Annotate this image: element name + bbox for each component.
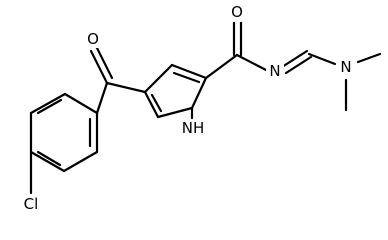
atom-n-amine: N <box>337 56 355 76</box>
atom-o-right: O <box>228 2 246 22</box>
bond <box>235 53 268 72</box>
oxygen-label: O <box>87 30 99 48</box>
atom-o-left: O <box>84 28 102 48</box>
bond <box>307 52 337 66</box>
bond <box>105 81 147 94</box>
nitrogen-label: N <box>340 58 351 76</box>
chlorophenyl-ring <box>29 92 99 173</box>
bond <box>204 53 239 80</box>
double-bond-imine <box>284 55 313 75</box>
bond-methyl <box>356 52 382 64</box>
chlorine-label: Cl <box>24 195 39 213</box>
double-bond-carbonyl <box>89 49 109 85</box>
atom-n-imine: N <box>266 60 284 80</box>
oxygen-label: O <box>231 3 243 21</box>
double-bond-inner <box>36 150 62 167</box>
atom-nh-pyrrole: NH <box>178 118 208 138</box>
bond <box>29 150 66 173</box>
nh-label: NH <box>182 119 205 137</box>
double-bond-imine <box>280 49 309 69</box>
double-bond-carbonyl <box>94 44 114 80</box>
bond <box>170 63 208 80</box>
atom-cl: Cl <box>18 194 46 214</box>
bond <box>95 81 109 115</box>
bond <box>143 63 174 94</box>
bond <box>156 106 194 119</box>
bond <box>143 90 160 119</box>
double-bond-inner <box>36 98 63 115</box>
molecule-diagram: O O N N NH Cl <box>18 2 382 214</box>
double-bond-inner <box>172 71 201 84</box>
pyrrole-ring <box>143 63 208 119</box>
bond <box>190 76 208 110</box>
bond <box>63 92 99 115</box>
bond <box>62 150 99 173</box>
double-bond-inner <box>150 93 163 113</box>
bond <box>29 92 67 115</box>
nitrogen-label: N <box>269 62 280 80</box>
